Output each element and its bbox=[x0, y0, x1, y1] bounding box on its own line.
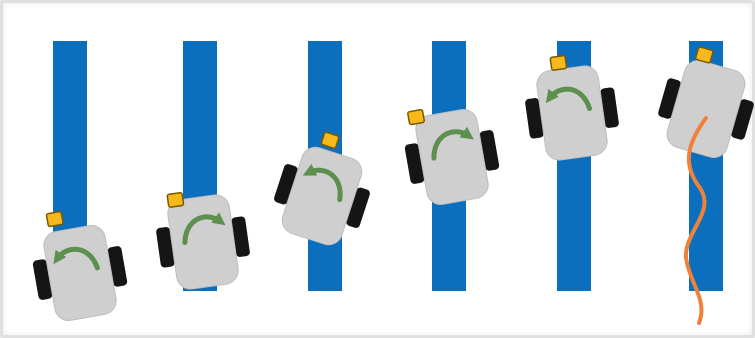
robot-4 bbox=[399, 98, 504, 209]
tape-lines bbox=[53, 41, 723, 291]
robot-body bbox=[42, 223, 119, 322]
light-sensor-icon bbox=[408, 109, 425, 124]
robot-2 bbox=[151, 184, 254, 293]
light-sensor-icon bbox=[167, 192, 184, 207]
robot-body bbox=[279, 144, 366, 249]
robot-3 bbox=[265, 123, 384, 253]
robot-body bbox=[535, 64, 609, 162]
robot-6 bbox=[650, 41, 755, 165]
robot-body bbox=[166, 193, 240, 291]
robot-body bbox=[664, 57, 748, 161]
light-sensor-icon bbox=[550, 55, 567, 70]
light-sensor-icon bbox=[46, 211, 63, 226]
robot-body bbox=[414, 107, 491, 206]
